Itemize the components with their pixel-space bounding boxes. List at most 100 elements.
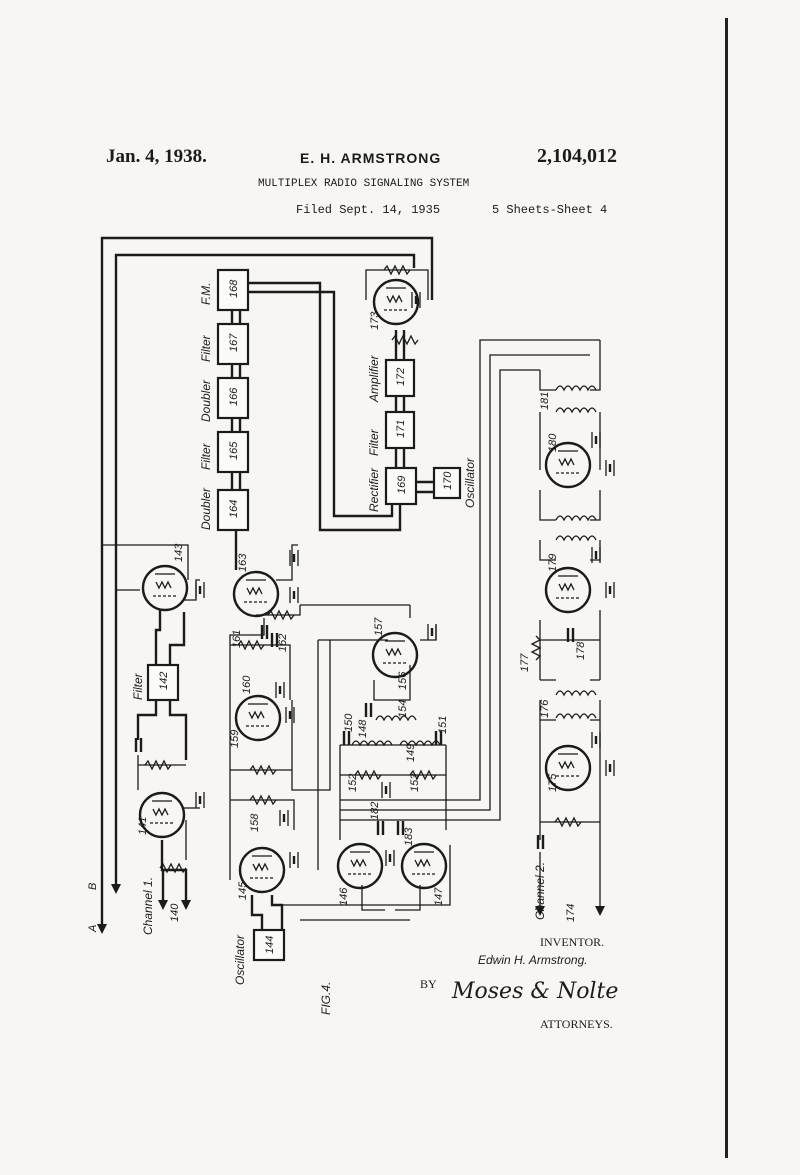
- reference-numerals: 161 162 159 158 156 154 150 148 149 151 …: [169, 392, 587, 922]
- ref-182: 182: [369, 802, 381, 820]
- block-144-name: Oscillator: [233, 934, 247, 985]
- block-172-num: 172: [395, 368, 407, 386]
- ref-161: 161: [231, 630, 243, 648]
- block-168-name: F.M.: [199, 283, 213, 305]
- inventor-header: E. H. ARMSTRONG: [300, 150, 442, 166]
- tube-175: 175: [544, 744, 592, 792]
- block-167-num: 167: [228, 333, 240, 352]
- tube-179-num: 179: [547, 554, 559, 572]
- block-142-num: 142: [158, 672, 170, 690]
- block-168: 168 F.M.: [199, 268, 250, 312]
- figure-label: FIG.4.: [319, 982, 333, 1015]
- line-a-label: A: [87, 925, 99, 933]
- ref-158: 158: [249, 813, 261, 832]
- block-166-name: Doubler: [199, 379, 213, 422]
- tube-160-num: 160: [241, 675, 253, 694]
- ref-178: 178: [575, 641, 587, 660]
- tube-146: 146: [336, 842, 384, 906]
- ref-183: 183: [403, 827, 415, 846]
- tube-179: 179: [544, 554, 592, 614]
- block-171-num: 171: [395, 420, 407, 438]
- tube-160: 160: [234, 675, 282, 742]
- block-172-name: Amplifier: [367, 354, 381, 403]
- ref-140: 140: [169, 903, 181, 922]
- block-168-num: 168: [228, 279, 240, 298]
- sheet-count: 5 Sheets-Sheet 4: [492, 203, 608, 217]
- block-169-num: 169: [396, 476, 408, 494]
- patent-date: Jan. 4, 1938.: [106, 146, 207, 167]
- block-170: 170 Oscillator: [432, 457, 477, 508]
- attorneys-label: ATTORNEYS.: [540, 1017, 613, 1031]
- tube-175-stage: [535, 700, 616, 916]
- filed-date: Filed Sept. 14, 1935: [296, 203, 441, 217]
- tube-173-num: 173: [369, 311, 381, 330]
- channel-1-label: Channel 1.: [141, 877, 155, 935]
- ref-151: 151: [437, 716, 449, 734]
- tube-180: 180: [544, 433, 592, 489]
- line-b-label: B: [87, 883, 99, 890]
- block-171-name: Filter: [367, 428, 381, 456]
- tube-145-num: 145: [237, 881, 249, 900]
- tube-143: 143: [141, 543, 189, 612]
- block-169: 169 Rectifier: [367, 466, 418, 512]
- tube-141-stage: [134, 736, 206, 910]
- block-166: 166 Doubler: [199, 376, 250, 422]
- block-172: 172 Amplifier: [367, 354, 416, 403]
- tube-141-num: 141: [137, 817, 149, 835]
- patent-title: MULTIPLEX RADIO SIGNALING SYSTEM: [258, 178, 470, 190]
- ref-150: 150: [343, 713, 355, 732]
- ref-176: 176: [539, 699, 551, 718]
- ref-154: 154: [397, 700, 409, 718]
- block-171: 171 Filter: [367, 410, 416, 456]
- tube-160-stage: [230, 631, 331, 791]
- tube-163: 163: [232, 553, 280, 618]
- page-edge-rule: [725, 18, 728, 1158]
- ref-156: 156: [397, 671, 409, 690]
- ref-162: 162: [277, 634, 289, 652]
- ref-149: 149: [405, 744, 417, 762]
- tube-157: 157: [371, 617, 419, 679]
- tube-163-stage: [229, 530, 410, 880]
- tube-143-num: 143: [173, 543, 185, 562]
- channel-labels: Channel 1. Channel 2. A B FIG.4.: [87, 862, 547, 1015]
- block-166-num: 166: [228, 387, 240, 406]
- block-170-name: Oscillator: [463, 457, 477, 508]
- channel-2-label: Channel 2.: [533, 862, 547, 920]
- ref-181: 181: [539, 392, 551, 410]
- block-164-num: 164: [228, 500, 240, 518]
- block-167: 167 Filter: [199, 322, 250, 366]
- block-165-num: 165: [228, 441, 240, 460]
- tube-146-num: 146: [338, 887, 350, 906]
- ref-159: 159: [229, 730, 241, 748]
- tube-179-stage: [530, 535, 616, 696]
- block-144-num: 144: [264, 936, 276, 954]
- tube-180-stage: [539, 340, 616, 521]
- by-label: BY: [420, 977, 437, 991]
- tube-157-num: 157: [373, 617, 385, 636]
- ref-174: 174: [565, 904, 577, 922]
- block-169-name: Rectifier: [367, 467, 381, 512]
- tube-157-stage: [317, 605, 438, 870]
- bus-lines: [97, 236, 434, 934]
- block-165-name: Filter: [199, 442, 213, 470]
- ref-152: 152: [347, 774, 359, 792]
- block-164-name: Doubler: [199, 487, 213, 530]
- tube-145-stage: [230, 795, 451, 930]
- tube-143-stage: [102, 544, 206, 760]
- inventor-signature-name: Edwin H. Armstrong.: [478, 953, 588, 967]
- tube-141: 141: [137, 791, 186, 839]
- tube-147: 147: [400, 842, 448, 906]
- block-165: 165 Filter: [199, 430, 250, 474]
- tube-163-num: 163: [237, 553, 249, 572]
- ref-153: 153: [409, 773, 421, 792]
- tube-175-num: 175: [547, 773, 559, 792]
- block-164: 164 Doubler: [199, 487, 250, 532]
- attorneys-signature: Moses & Nolte: [451, 979, 618, 1004]
- block-144: 144 Oscillator: [233, 928, 286, 985]
- tube-146-stage: [300, 819, 421, 921]
- block-170-num: 170: [442, 471, 454, 490]
- tube-173: 173: [369, 278, 420, 330]
- block-142-name: Filter: [131, 672, 145, 700]
- tube-145: 145: [237, 846, 286, 900]
